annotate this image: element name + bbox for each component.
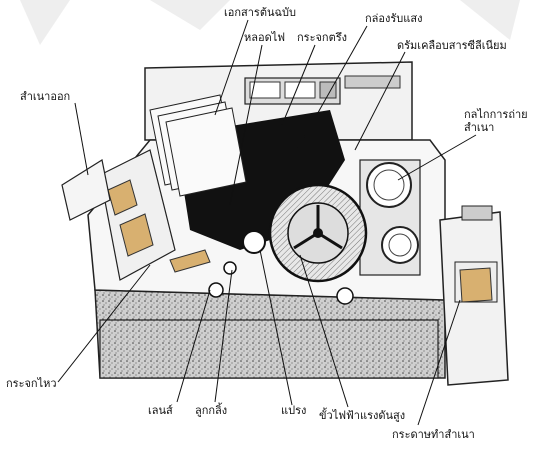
display-window-2	[284, 81, 316, 99]
label-copy-paper: กระดาษทำสำเนา	[392, 428, 475, 441]
label-copy-output: สำเนาออก	[20, 90, 71, 103]
label-selenium-drum: ดรัมเคลือบสารซีลีเนียม	[397, 39, 507, 52]
label-high-voltage-electrode: ขั้วไฟฟ้าแรงดันสูง	[319, 409, 406, 422]
watermark-shape-right	[460, 0, 520, 40]
lower-roller	[381, 226, 419, 264]
label-lamp: หลอดไฟ	[244, 31, 286, 44]
label-mirror: กระจกตรึง	[297, 31, 348, 44]
moving-glass-shape	[99, 149, 176, 281]
upper-roller	[366, 162, 412, 208]
label-brush: แปรง	[281, 404, 307, 417]
original-sheets	[149, 94, 247, 197]
bottom-cabinet	[99, 319, 439, 379]
feeder-switches	[461, 205, 493, 221]
document-arrow-3	[169, 249, 211, 273]
label-light-box: กล่องรับแสง	[365, 12, 423, 25]
document-arrow-1	[107, 179, 138, 216]
roller-shape	[242, 230, 266, 254]
label-original-document: เอกสารต้นฉบับ	[224, 6, 296, 19]
document-arrow-2	[119, 213, 154, 257]
watermark-shape-left	[20, 0, 70, 45]
panel-strip	[344, 75, 401, 89]
display-window-1	[249, 81, 281, 99]
panel-button	[319, 81, 337, 99]
label-roller: ลูกกลิ้ง	[195, 404, 228, 417]
leader-lines	[57, 19, 477, 426]
label-moving-glass: กระจกไหว	[6, 377, 57, 390]
watermark-shape-mid	[150, 0, 230, 30]
copy-paper-sheet	[459, 267, 493, 303]
output-tray	[61, 159, 111, 221]
label-lens: เลนส์	[148, 404, 173, 417]
label-copy-mechanism: กลไกการถ่ายสำเนา	[464, 108, 528, 134]
